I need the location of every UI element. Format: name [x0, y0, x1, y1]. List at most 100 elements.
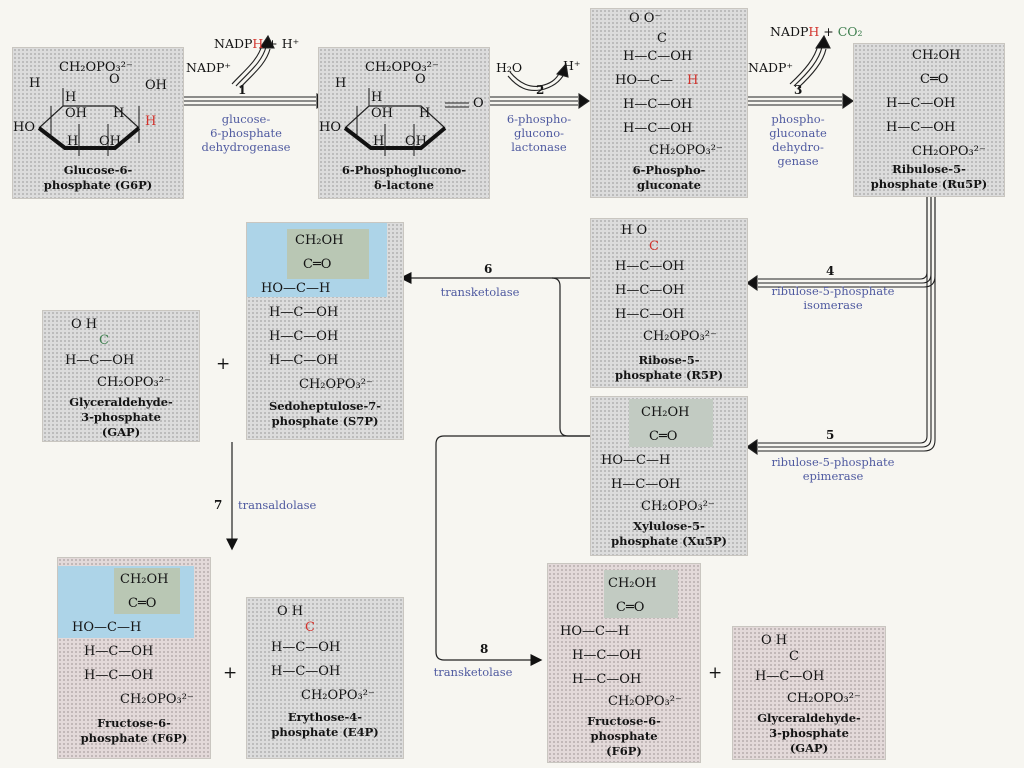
- ru5p-row-1: CH₂OH: [912, 48, 961, 63]
- cofactor-hplus: H⁺: [563, 58, 581, 73]
- step-1-number: 1: [238, 83, 247, 97]
- cofactor-nadp-3: NADP⁺: [748, 60, 793, 75]
- ru5p-row-5: CH₂OPO₃²⁻: [912, 144, 986, 159]
- e4p-row-5: CH₂OPO₃²⁻: [301, 688, 375, 703]
- f6p1-row-2: C═O: [128, 596, 157, 611]
- pgl-oh2: OH: [371, 106, 393, 121]
- ru5p-row-4: H—C—OH: [886, 120, 956, 135]
- pg-label: 6-Phospho- gluconate: [632, 163, 706, 192]
- pgl-h1: H: [335, 76, 347, 91]
- gap2-label: Glyceraldehyde- 3-phosphate (GAP): [757, 711, 861, 755]
- plus-f6p-gap: +: [708, 663, 723, 683]
- cofactor-nadph-co2: NADPH + CO₂: [770, 24, 863, 39]
- xu5p-row-2: C═O: [649, 429, 678, 444]
- pg-top: O O⁻: [629, 11, 662, 26]
- r5p-row-2: C: [649, 239, 659, 254]
- step-6-enzyme: transketolase: [440, 285, 520, 299]
- arrow-step-3: [746, 34, 854, 110]
- s7p-label: Sedoheptulose-7- phosphate (S7P): [268, 399, 382, 428]
- gap2-row-1: O H: [761, 633, 788, 648]
- lactone-ring-structure: [343, 88, 469, 156]
- step-4-enzyme: ribulose-5-phosphate isomerase: [771, 284, 895, 312]
- pg-row-1: H—C—OH: [623, 49, 693, 64]
- e4p-row-3: H—C—OH: [271, 640, 341, 655]
- s7p-green-highlight: [287, 229, 369, 279]
- molecule-sedoheptulose-7-phosphate: CH₂OH C═O HO—C—H H—C—OH H—C—OH H—C—OH CH…: [246, 222, 404, 440]
- cofactor-h2o: H₂O: [496, 60, 523, 75]
- f6p2-row-2: C═O: [616, 600, 645, 615]
- step-3-enzyme: phospho- gluconate dehydro- genase: [769, 112, 827, 168]
- f6p2-row-3: HO—C—H: [560, 624, 630, 639]
- molecule-6-phosphoglucono-lactone: CH₂OPO₃²⁻ O H O H OH H HO H OH 6-Phospho…: [318, 47, 490, 199]
- g6p-red-h: H: [145, 114, 157, 129]
- r5p-row-3: H—C—OH: [615, 259, 685, 274]
- f6p1-row-4: H—C—OH: [84, 644, 154, 659]
- gap2-row-4: CH₂OPO₃²⁻: [787, 691, 861, 706]
- molecule-fructose-6-phosphate-right: CH₂OH C═O HO—C—H H—C—OH H—C—OH CH₂OPO₃²⁻…: [547, 563, 701, 763]
- s7p-row-4: H—C—OH: [269, 305, 339, 320]
- gap1-row-1: O H: [71, 317, 98, 332]
- pg-c: C: [657, 31, 667, 46]
- s7p-row-3: HO—C—H: [261, 281, 331, 296]
- molecule-glyceraldehyde-3-phosphate-right: O H C H—C—OH CH₂OPO₃²⁻ Glyceraldehyde- 3…: [732, 626, 886, 760]
- pgl-h4: H: [373, 134, 385, 149]
- pgl-h3: H: [419, 106, 431, 121]
- arrow-step-4: [746, 196, 936, 292]
- pgl-ring-o: O: [415, 72, 426, 87]
- xu5p-row-5: CH₂OPO₃²⁻: [641, 499, 715, 514]
- f6p2-row-4: H—C—OH: [572, 648, 642, 663]
- f6p2-label: Fructose-6- phosphate (F6P): [587, 714, 661, 758]
- e4p-row-2: C: [305, 620, 315, 635]
- e4p-row-1: O H: [277, 604, 304, 619]
- r5p-row-4: H—C—OH: [615, 283, 685, 298]
- step-8-number: 8: [480, 642, 489, 656]
- molecule-ribose-5-phosphate: H O C H—C—OH H—C—OH H—C—OH CH₂OPO₃²⁻ Rib…: [590, 218, 748, 388]
- cofactor-nadp-1: NADP⁺: [186, 60, 231, 75]
- step-2-number: 2: [536, 83, 545, 97]
- g6p-ch2opo3: CH₂OPO₃²⁻: [59, 60, 133, 75]
- pg-row-2: HO—C—: [615, 73, 673, 88]
- g6p-oh1: OH: [145, 78, 167, 93]
- pgl-ch2opo3: CH₂OPO₃²⁻: [365, 60, 439, 75]
- f6p1-row-5: H—C—OH: [84, 668, 154, 683]
- step-1-enzyme: glucose- 6-phosphate dehydrogenase: [201, 112, 291, 154]
- g6p-ho: HO: [13, 120, 35, 135]
- plus-gap-s7p: +: [216, 354, 231, 374]
- pgl-h2: H: [371, 90, 383, 105]
- molecule-ribulose-5-phosphate: CH₂OH C═O H—C—OH H—C—OH CH₂OPO₃²⁻ Ribulo…: [853, 43, 1005, 197]
- r5p-row-1: H O: [621, 223, 648, 238]
- ru5p-label: Ribulose-5- phosphate (Ru5P): [870, 162, 988, 191]
- g6p-label: Glucose-6- phosphate (G6P): [43, 163, 153, 192]
- s7p-row-8: CH₂OPO₃²⁻: [299, 377, 373, 392]
- gap1-row-4: CH₂OPO₃²⁻: [97, 375, 171, 390]
- f6p1-label: Fructose-6- phosphate (F6P): [80, 716, 188, 745]
- glucose-ring-structure: [37, 88, 141, 156]
- arrow-step-8: [435, 435, 590, 666]
- xu5p-row-3: HO—C—H: [601, 453, 671, 468]
- xu5p-row-1: CH₂OH: [641, 405, 690, 420]
- pgl-oh3: OH: [405, 134, 427, 149]
- e4p-label: Erythose-4- phosphate (E4P): [271, 710, 379, 739]
- g6p-ring-o: O: [109, 72, 120, 87]
- g6p-oh3: OH: [99, 134, 121, 149]
- step-7-enzyme: transaldolase: [238, 498, 317, 512]
- ru5p-row-3: H—C—OH: [886, 96, 956, 111]
- gap1-row-2: C: [99, 333, 109, 348]
- step-7-number: 7: [214, 498, 223, 512]
- pgl-ho: HO: [319, 120, 341, 135]
- gap1-row-3: H—C—OH: [65, 353, 135, 368]
- step-3-number: 3: [794, 83, 803, 97]
- e4p-row-4: H—C—OH: [271, 664, 341, 679]
- f6p1-green-highlight: [114, 568, 180, 614]
- pgl-keto: O: [473, 96, 484, 111]
- s7p-row-6: H—C—OH: [269, 353, 339, 368]
- f6p1-row-3: HO—C—H: [72, 620, 142, 635]
- molecule-6-phosphogluconate: O O⁻ C H—C—OH HO—C— H H—C—OH H—C—OH CH₂O…: [590, 8, 748, 198]
- step-8-enzyme: transketolase: [433, 665, 513, 679]
- molecule-fructose-6-phosphate-left: CH₂OH C═O HO—C—H H—C—OH H—C—OH CH₂OPO₃²⁻…: [57, 557, 211, 759]
- cofactor-nadph-1: NADPH + H⁺: [214, 36, 300, 51]
- arrow-step-6: [399, 272, 590, 437]
- pg-red-h: H: [687, 73, 699, 88]
- pgl-label: 6-Phosphoglucono- δ-lactone: [341, 163, 467, 192]
